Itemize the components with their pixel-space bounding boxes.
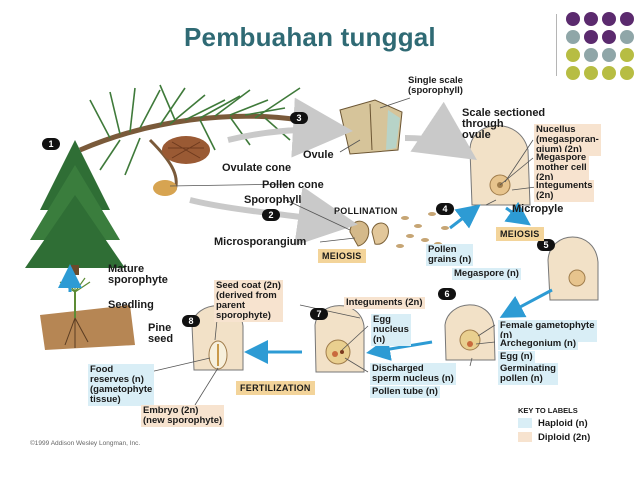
step-4-badge: 4 (436, 203, 454, 215)
decorative-dot (620, 66, 634, 80)
pine-branch-illustration (79, 84, 301, 196)
label-ovule: Ovule (303, 149, 334, 161)
label-pollen-grains: Pollen grains (n) (426, 244, 474, 266)
label-food-reserves: Food reserves (n) (gametophyte tissue) (88, 364, 155, 406)
label-integuments-top: Integuments (2n) (534, 180, 595, 202)
female-gametophyte-illustration (444, 304, 496, 361)
key-diploid-swatch (518, 432, 532, 442)
decorative-dot (620, 48, 634, 62)
megaspore-ovule-illustration (547, 236, 599, 301)
label-pollen-tube: Pollen tube (n) (370, 386, 440, 398)
key-haploid-label: Haploid (n) (538, 418, 588, 429)
decorative-dot (566, 48, 580, 62)
decorative-dot (602, 48, 616, 62)
label-nucellus: Nucellus (megasporan- gium) (2n) (534, 124, 601, 156)
label-pine-seed: Pine seed (148, 322, 174, 345)
decorative-dot (566, 30, 580, 44)
pollen-grains (396, 212, 449, 248)
label-egg: Egg (n) (498, 351, 535, 363)
decorative-dot (602, 66, 616, 80)
stage-meiosis-left: MEIOSIS (318, 249, 366, 263)
copyright-text: ©1999 Addison Wesley Longman, Inc. (30, 440, 141, 447)
label-single-scale: Single scale (sporophyll) (408, 75, 463, 96)
label-scale-sectioned: Scale sectioned through ovule (462, 107, 546, 141)
key-title: KEY TO LABELS (518, 406, 578, 415)
label-integuments-mid: Integuments (2n) (344, 297, 425, 309)
key-haploid-swatch (518, 418, 532, 428)
single-scale-illustration (339, 99, 403, 155)
label-egg-nucleus: Egg nucleus (n) (371, 314, 411, 346)
step-5-badge: 5 (537, 239, 555, 251)
stage-fertilization: FERTILIZATION (236, 381, 315, 395)
step-3-badge: 3 (290, 112, 308, 124)
label-megaspore: Megaspore (n) (452, 268, 521, 280)
stage-meiosis-right: MEIOSIS (496, 227, 544, 241)
step-6-badge: 6 (438, 288, 456, 300)
decorative-dot (620, 30, 634, 44)
decorative-dot (602, 12, 616, 26)
label-pollen-cone: Pollen cone (262, 179, 324, 191)
label-microsporangium: Microsporangium (214, 236, 307, 248)
decorative-dot (620, 12, 634, 26)
decorative-dot (584, 30, 598, 44)
label-embryo: Embryo (2n) (new sporophyte) (141, 405, 225, 427)
label-ovulate-cone: Ovulate cone (222, 162, 292, 174)
step-7-badge: 7 (310, 308, 328, 320)
key-diploid-label: Diploid (2n) (538, 432, 591, 443)
label-archegonium: Archegonium (n) (498, 338, 578, 350)
decorative-dot (584, 66, 598, 80)
mature-tree-illustration (25, 140, 125, 275)
label-seedling: Seedling (108, 299, 154, 311)
step-1-badge: 1 (42, 138, 60, 150)
label-germinating-pollen: Germinating pollen (n) (498, 363, 558, 385)
label-sporophyll: Sporophyll (244, 194, 302, 206)
slide-title: Pembuahan tunggal (184, 22, 436, 52)
label-discharged-sperm: Discharged sperm nucleus (n) (370, 363, 456, 385)
label-micropyle: Micropyle (512, 203, 564, 215)
step-2-badge: 2 (262, 209, 280, 221)
title-divider (556, 14, 557, 76)
label-seed-coat: Seed coat (2n) (derived from parent spor… (214, 280, 283, 322)
decorative-dot (566, 66, 580, 80)
decorative-dot (584, 48, 598, 62)
label-megaspore-mother-cell: Megaspore mother cell (2n) (534, 152, 589, 184)
decorative-dot (566, 12, 580, 26)
pollen-cone-illustration (349, 220, 389, 247)
decorative-dot (602, 30, 616, 44)
decorative-dot (584, 12, 598, 26)
label-female-gametophyte: Female gametophyte (n) (498, 320, 597, 342)
stage-pollination: POLLINATION (334, 206, 398, 216)
seedling-illustration (40, 276, 135, 350)
step-8-badge: 8 (182, 315, 200, 327)
label-mature-sporophyte: Mature sporophyte (108, 263, 168, 286)
